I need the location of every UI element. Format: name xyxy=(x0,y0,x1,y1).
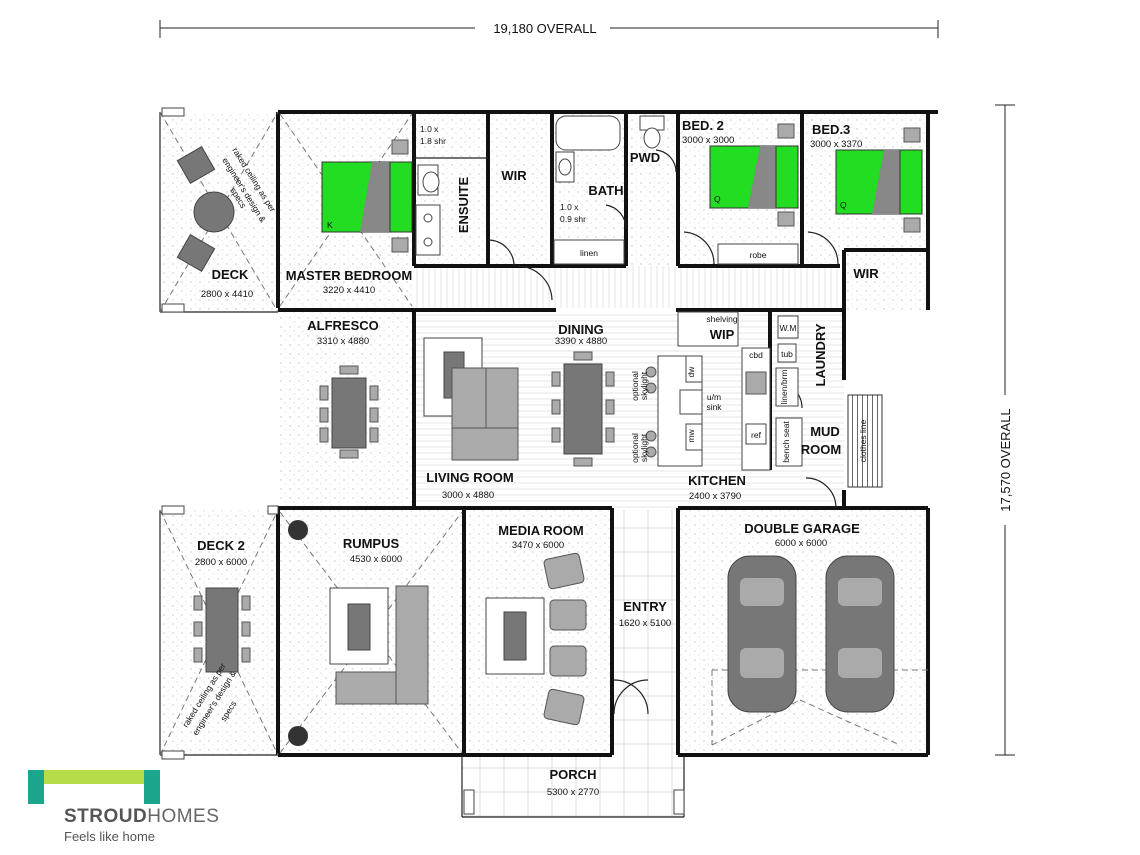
overall-depth-dimension: 17,570 OVERALL xyxy=(995,104,1015,756)
entry-size: 1620 x 5100 xyxy=(619,618,671,629)
laundry-fixtures: W.M tub linen/brm bench seat xyxy=(775,315,803,467)
alfresco-name: ALFRESCO xyxy=(307,318,379,333)
bath-shower-2: 0.9 shr xyxy=(560,214,586,224)
doors xyxy=(487,149,839,715)
ensuite-name: ENSUITE xyxy=(456,177,471,234)
overall-width-dimension: 19,180 OVERALL xyxy=(159,20,939,38)
kitchen-bench: cbd ref xyxy=(741,347,771,471)
alfresco-size: 3310 x 4880 xyxy=(317,336,369,347)
media-room-size: 3470 x 6000 xyxy=(512,540,564,551)
brand-name-bold: STROUD xyxy=(64,806,148,827)
mud-room-name-2: ROOM xyxy=(801,442,841,457)
master-bedroom-name: MASTER BEDROOM xyxy=(286,268,412,283)
overall-width-label: 19,180 OVERALL xyxy=(493,21,596,36)
rumpus-furniture xyxy=(288,520,429,746)
brand-name-light: HOMES xyxy=(147,806,220,827)
sink-label-1: u/m xyxy=(707,392,721,402)
skylight-1-line-2: skylight xyxy=(639,371,649,400)
logo-inner-gap xyxy=(44,784,144,800)
bed3-bed: Q xyxy=(835,127,923,233)
bed3-name: BED.3 xyxy=(812,122,850,137)
bed2-bed: robe Q xyxy=(709,123,799,265)
bench-seat-label: bench seat xyxy=(781,421,791,463)
robe-label: robe xyxy=(749,250,766,260)
wir-master-name: WIR xyxy=(501,168,527,183)
windows xyxy=(161,107,685,815)
stroud-homes-logo xyxy=(28,770,160,804)
rumpus-size: 4530 x 6000 xyxy=(350,554,402,565)
skylight-2-line-2: skylight xyxy=(639,433,649,462)
pwd-name: PWD xyxy=(630,150,660,165)
kitchen-name: KITCHEN xyxy=(688,473,746,488)
linen-label: linen xyxy=(580,248,598,258)
wip-name: WIP xyxy=(710,327,735,342)
ensuite-fixtures xyxy=(414,157,488,256)
logo-teal-left xyxy=(28,770,44,804)
master-bedroom-size: 3220 x 4410 xyxy=(323,285,375,296)
entry-name: ENTRY xyxy=(623,599,667,614)
media-furniture xyxy=(485,552,587,726)
brand-name: STROUDHOMES xyxy=(64,806,219,828)
living-room-size: 3000 x 4880 xyxy=(442,490,494,501)
logo-light-band xyxy=(44,770,144,784)
kitchen-size: 2400 x 3790 xyxy=(689,491,741,502)
tub-label: tub xyxy=(781,349,793,359)
bath-fixtures: linen xyxy=(553,115,665,265)
porch-size: 5300 x 2770 xyxy=(547,787,599,798)
double-garage-size: 6000 x 6000 xyxy=(775,538,827,549)
master-bed: K xyxy=(321,139,413,253)
bed2-name: BED. 2 xyxy=(682,118,724,133)
laundry-name: LAUNDRY xyxy=(813,323,828,386)
bed2-size: 3000 x 3000 xyxy=(682,135,734,146)
linen-broom-label: linen/brm xyxy=(779,370,789,405)
ensuite-shower-2: 1.8 shr xyxy=(420,136,446,146)
bed2-bed-size: Q xyxy=(714,194,721,204)
kitchen-island: dw mw u/m sink optional skylight optiona… xyxy=(630,355,722,467)
washing-machine-label: W.M xyxy=(780,323,797,333)
brand-tagline: Feels like home xyxy=(64,829,156,844)
alfresco-table xyxy=(319,365,379,459)
mud-room-name-1: MUD xyxy=(810,424,840,439)
bed3-bed-size: Q xyxy=(840,200,847,210)
bed3-size: 3000 x 3370 xyxy=(810,139,862,150)
shelving-label: shelving xyxy=(706,314,737,324)
fridge-label: ref xyxy=(751,430,762,440)
deck-name: DECK xyxy=(212,267,249,282)
dishwasher-label: dw xyxy=(686,366,696,378)
bath-name: BATH xyxy=(588,183,623,198)
wir-bed3-name: WIR xyxy=(853,266,879,281)
deck2-name: DECK 2 xyxy=(197,538,245,553)
deck-size: 2800 x 4410 xyxy=(201,289,253,300)
garage-cars xyxy=(727,555,895,713)
rumpus-name: RUMPUS xyxy=(343,536,400,551)
clothes-line-label: clothes line xyxy=(858,419,868,462)
ensuite-shower-1: 1.0 x xyxy=(420,124,439,134)
dining-name: DINING xyxy=(558,322,604,337)
floor-fills xyxy=(160,112,928,817)
microwave-label: mw xyxy=(686,429,696,443)
deck2-table xyxy=(193,587,251,673)
skylight-1-line-1: optional xyxy=(630,371,640,401)
overall-depth-label: 17,570 OVERALL xyxy=(998,408,1013,511)
logo-teal-right xyxy=(144,770,160,804)
sink-label-2: sink xyxy=(706,402,722,412)
bath-shower-1: 1.0 x xyxy=(560,202,579,212)
wip-shelving: shelving xyxy=(677,311,739,347)
deck-furniture xyxy=(176,146,235,272)
master-bed-size: K xyxy=(327,220,333,230)
dining-table xyxy=(551,351,615,467)
porch-name: PORCH xyxy=(550,767,597,782)
living-furniture xyxy=(423,337,519,461)
dining-size: 3390 x 4880 xyxy=(555,336,607,347)
deck2-size: 2800 x 6000 xyxy=(195,557,247,568)
cupboard-label: cbd xyxy=(749,350,763,360)
living-room-name: LIVING ROOM xyxy=(426,470,513,485)
skylight-2-line-1: optional xyxy=(630,433,640,463)
media-room-name: MEDIA ROOM xyxy=(498,523,583,538)
double-garage-name: DOUBLE GARAGE xyxy=(744,521,860,536)
